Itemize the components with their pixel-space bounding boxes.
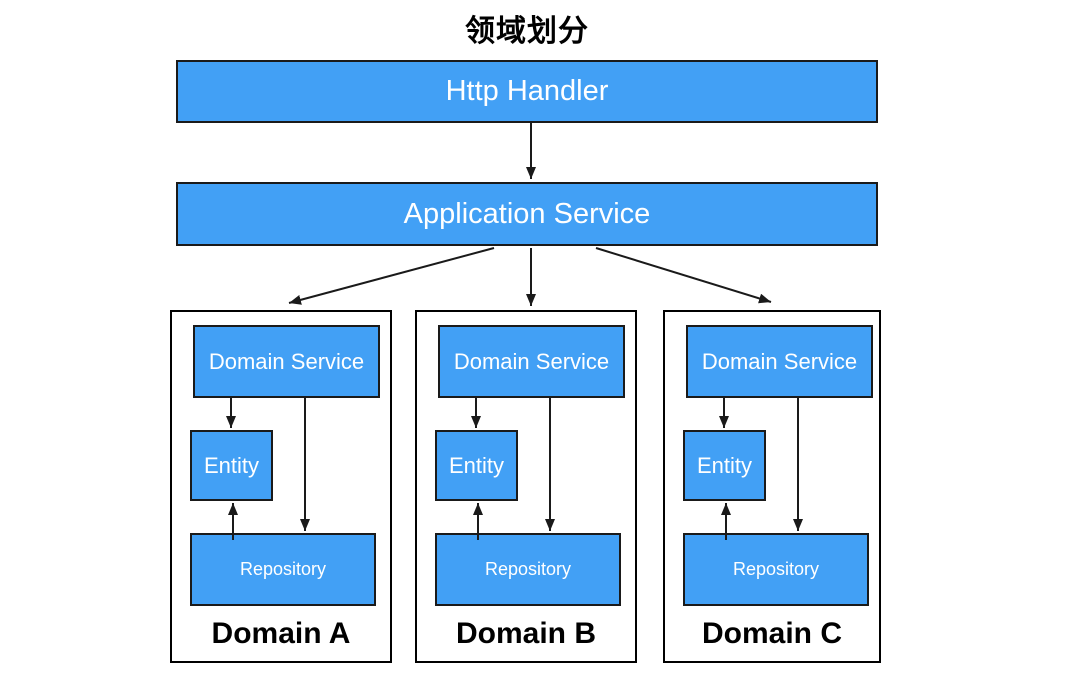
- domain-b-container: Domain Service Entity Repository Domain …: [415, 310, 637, 663]
- domain-c-domain-service-node: Domain Service: [686, 325, 873, 398]
- http-handler-node: Http Handler: [176, 60, 878, 123]
- domain-a-entity-node: Entity: [190, 430, 273, 501]
- domain-a-domain-service-node: Domain Service: [193, 325, 380, 398]
- entity-label: Entity: [696, 452, 753, 478]
- domain-b-label: Domain B: [455, 617, 596, 650]
- domain-b-entity-node: Entity: [435, 430, 518, 501]
- http-handler-label: Http Handler: [445, 75, 609, 107]
- domain-c-repository-node: Repository: [683, 533, 869, 606]
- repository-label: Repository: [484, 559, 572, 579]
- domain-c-container: Domain Service Entity Repository Domain …: [663, 310, 881, 663]
- diagram-title: 领域划分: [465, 15, 589, 48]
- domain-a-label: Domain A: [211, 617, 351, 650]
- domain-c-entity-node: Entity: [683, 430, 766, 501]
- entity-label: Entity: [448, 452, 505, 478]
- arrow-application-to-domain-c: [595, 247, 772, 304]
- arrow-application-to-domain-a: [288, 247, 495, 305]
- domain-c-label: Domain C: [701, 617, 842, 650]
- domain-service-label: Domain Service: [453, 348, 610, 374]
- repository-label: Repository: [239, 559, 327, 579]
- application-service-label: Application Service: [403, 197, 651, 230]
- application-service-node: Application Service: [176, 182, 878, 246]
- domain-b-domain-service-node: Domain Service: [438, 325, 625, 398]
- domain-b-repository-node: Repository: [435, 533, 621, 606]
- domain-a-container: Domain Service Entity Repository Domain …: [170, 310, 392, 663]
- domain-service-label: Domain Service: [208, 348, 365, 374]
- entity-label: Entity: [203, 452, 260, 478]
- domain-service-label: Domain Service: [701, 348, 858, 374]
- domain-a-repository-node: Repository: [190, 533, 376, 606]
- repository-label: Repository: [732, 559, 820, 579]
